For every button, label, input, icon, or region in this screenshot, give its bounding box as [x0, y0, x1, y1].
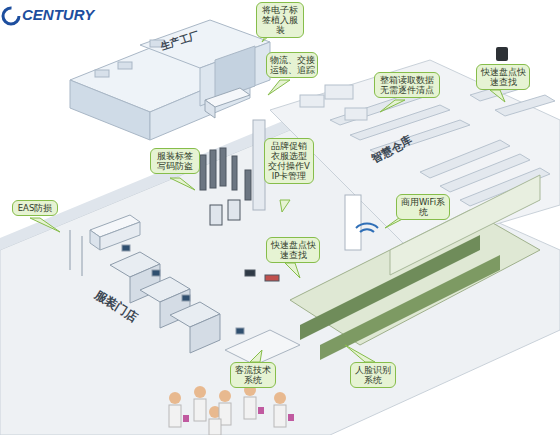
store-floor [0, 130, 560, 435]
callout-bubble: 商用WiFi系统 [396, 194, 450, 220]
callout-text: 快速盘点快速查找 [479, 67, 527, 87]
store-shelves [290, 175, 540, 360]
callout-text: EAS防损 [18, 203, 53, 213]
callout-bubble: 品牌促销衣服选型交付操作VIP卡管理 [264, 138, 314, 184]
wifi-symbol [356, 224, 378, 232]
counter [225, 330, 300, 365]
logo-mark [3, 8, 19, 24]
callout-text: 客流技术系统 [233, 365, 273, 385]
shoppers [169, 384, 294, 435]
callout-bubble: 整箱读取数据无需逐件清点 [374, 72, 440, 98]
factory [70, 20, 270, 140]
callout-bubble: 快速盘点快速查找 [266, 237, 320, 263]
callout-bubble: 客流技术系统 [230, 362, 276, 388]
trucks [90, 88, 250, 250]
callout-text: 商用WiFi系统 [399, 197, 447, 217]
callout-bubble: 人脸识别系统 [350, 362, 396, 388]
logo-text: CENTURY [22, 6, 94, 23]
pallets [300, 85, 367, 120]
callout-tails [30, 28, 505, 362]
callout-bubble: 服装标签写码防盗 [150, 148, 200, 174]
callout-bubble: 快速盘点快速查找 [476, 64, 530, 90]
callout-text: 快速盘点快速查找 [269, 240, 317, 260]
callout-text: 将电子标签植入服装 [259, 5, 301, 35]
callout-text: 品牌促销衣服选型交付操作VIP卡管理 [267, 141, 311, 181]
callout-text: 物流、交接运输、追踪 [269, 55, 315, 75]
eas-gates [70, 230, 244, 353]
callout-bubble: 将电子标签植入服装 [256, 2, 304, 38]
callout-bubble: 物流、交接运输、追踪 [266, 52, 318, 78]
callout-text: 整箱读取数据无需逐件清点 [377, 75, 437, 95]
callout-text: 人脸识别系统 [353, 365, 393, 385]
display-stand [345, 195, 361, 250]
handheld-reader [496, 47, 508, 61]
callout-text: 服装标签写码防盗 [153, 151, 197, 171]
callout-bubble: EAS防损 [12, 200, 58, 216]
